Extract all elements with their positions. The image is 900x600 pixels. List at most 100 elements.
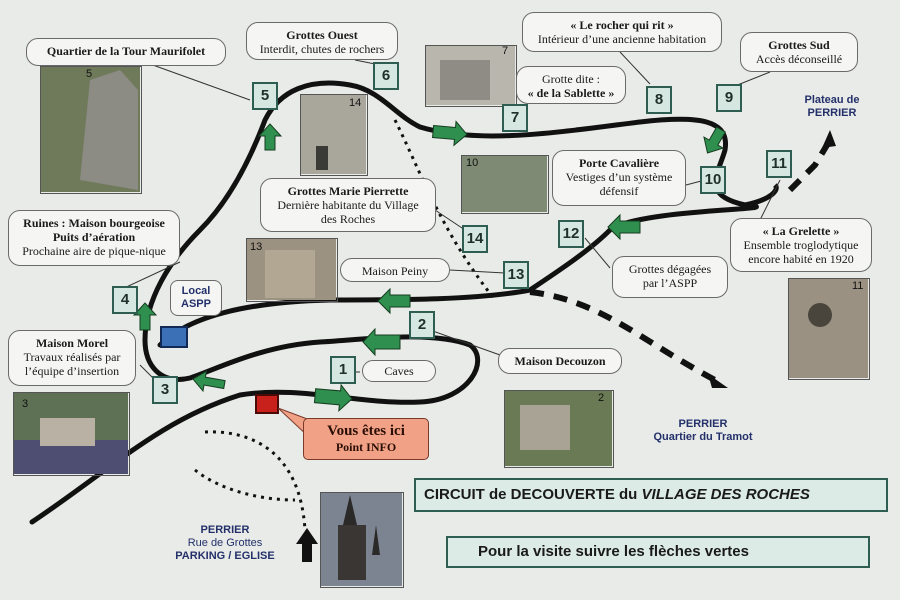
callout-maison-decouzon: Maison Decouzon (498, 348, 622, 374)
photo-marie-pierrette (300, 94, 368, 176)
local-aspp-line1: Local (181, 285, 211, 297)
callout-sablette: Grotte dite : « de la Sablette » (516, 66, 626, 104)
leader-lines (119, 51, 781, 381)
place-tramot-line1: PERRIER (678, 418, 728, 430)
local-aspp-label: Local ASPP (170, 280, 222, 316)
branch-to-grelette (744, 183, 779, 208)
photo-number-2: 2 (598, 392, 605, 404)
callout-ruines-title: Ruines : Maison bourgeoise (23, 216, 165, 230)
callout-tour-maurifolet: Quartier de la Tour Maurifolet (26, 38, 226, 66)
photo-drawings (13, 45, 868, 586)
photo-eglise (320, 492, 404, 588)
number-box-10: 10 (700, 166, 726, 194)
callout-maison-decouzon-text: Maison Decouzon (514, 354, 606, 368)
circuit-title-banner: CIRCUIT de DECOUVERTE du VILLAGE DES ROC… (414, 478, 888, 512)
callout-caves: Caves (362, 360, 436, 382)
callout-ruines-text: Prochaine aire de pique-nique (22, 244, 166, 258)
number-box-5: 5 (252, 82, 278, 110)
callout-rocher-qui-rit-text: Intérieur d’une ancienne habitation (537, 32, 707, 46)
number-box-1: 1 (330, 356, 356, 384)
place-parking-line1: PERRIER (200, 524, 250, 536)
green-arrow-1 (313, 383, 353, 413)
path-to-plateau (787, 138, 833, 193)
photo-number-14: 14 (349, 97, 362, 109)
number-box-2: 2 (409, 311, 435, 339)
photo-number-3: 3 (22, 398, 29, 410)
number-box-13: 13 (503, 261, 529, 289)
vous-etes-ici-marker (255, 394, 279, 414)
green-arrow-5 (257, 123, 283, 151)
photo-number-13: 13 (250, 241, 263, 253)
callout-sablette-title: « de la Sablette » (527, 86, 615, 100)
photo-tour-maurifolet (40, 66, 142, 194)
place-plateau-line2: PERRIER (807, 107, 857, 119)
photo-number-11: 11 (852, 280, 864, 292)
callout-ruines-title2: Puits d’aération (52, 230, 136, 244)
photo-grelette (788, 278, 870, 380)
callout-rocher-qui-rit: « Le rocher qui rit » Intérieur d’une an… (522, 12, 722, 52)
instructions-banner: Pour la visite suivre les flèches vertes (446, 536, 870, 568)
local-aspp-line2: ASPP (181, 298, 211, 310)
green-arrow-6 (432, 120, 468, 147)
callout-grottes-sud-title: Grottes Sud (768, 38, 830, 52)
arrowhead-tramot (708, 374, 728, 388)
number-box-11: 11 (766, 150, 792, 178)
photo-maison-peiny (246, 238, 338, 302)
callout-tour-maurifolet-title: Quartier de la Tour Maurifolet (46, 44, 206, 58)
vous-etes-ici-box: Vous êtes ici Point INFO (303, 418, 429, 460)
photo-number-10: 10 (466, 157, 479, 169)
callout-porte-cavaliere-title: Porte Cavalière (578, 156, 660, 170)
green-arrows (132, 120, 727, 413)
callout-marie-pierrette-text: Dernière habitante du Village des Roches (277, 198, 419, 226)
place-quartier-tramot: PERRIER Quartier du Tramot (640, 418, 766, 444)
callout-maison-peiny-text: Maison Peiny (361, 264, 429, 278)
callout-marie-pierrette: Grottes Marie Pierrette Dernière habitan… (260, 178, 436, 232)
callout-maison-peiny: Maison Peiny (340, 258, 450, 282)
number-box-4: 4 (112, 286, 138, 314)
callout-grottes-degagees: Grottes dégagées par l’ASPP (612, 256, 728, 298)
local-aspp-marker (160, 326, 188, 348)
green-arrow-4 (132, 302, 158, 331)
callout-grottes-ouest: Grottes Ouest Interdit, chutes de rocher… (246, 22, 398, 60)
place-tramot-line2: Quartier du Tramot (653, 431, 753, 443)
callout-porte-cavaliere: Porte Cavalière Vestiges d’un système dé… (552, 150, 686, 206)
callout-grottes-ouest-text: Interdit, chutes de rochers (259, 42, 385, 56)
place-parking-eglise: PERRIER Rue de Grottes PARKING / EGLISE (160, 524, 290, 563)
point-info-label: Point INFO (335, 440, 397, 454)
callout-porte-cavaliere-text: Vestiges d’un système défensif (565, 170, 673, 198)
callout-maison-morel: Maison Morel Travaux réalisés par l’équi… (8, 330, 136, 386)
green-arrow-2 (362, 327, 401, 357)
vous-etes-ici-title: Vous êtes ici (327, 423, 405, 439)
up-arrow-parking (296, 528, 318, 562)
dotted-path-parking (204, 430, 307, 531)
path-to-tramot (529, 289, 717, 383)
photo-maison-morel (13, 392, 130, 476)
number-box-7: 7 (502, 104, 528, 132)
green-arrow-7 (703, 126, 727, 154)
number-box-12: 12 (558, 220, 584, 248)
callout-grottes-sud-text: Accès déconseillé (755, 52, 843, 66)
callout-grelette-text: Ensemble troglodytique encore habité en … (743, 238, 859, 266)
number-box-3: 3 (152, 376, 178, 404)
number-box-8: 8 (646, 86, 672, 114)
place-parking-line2: Rue de Grottes (187, 537, 263, 549)
callout-grottes-sud: Grottes Sud Accès déconseillé (740, 32, 858, 72)
number-box-9: 9 (716, 84, 742, 112)
photo-number-7: 7 (502, 45, 509, 57)
circuit-title-part2: VILLAGE DES ROCHES (641, 486, 810, 503)
callout-rocher-qui-rit-title: « Le rocher qui rit » (570, 18, 674, 32)
callout-grottes-degagees-text: Grottes dégagées par l’ASPP (628, 262, 712, 290)
circuit-title-part1: CIRCUIT de DECOUVERTE du (424, 486, 638, 503)
instructions-text: Pour la visite suivre les flèches vertes (478, 543, 749, 560)
photo-porte-cavaliere (461, 155, 549, 214)
green-arrow-3 (192, 370, 226, 393)
place-plateau-perrier: Plateau de PERRIER (796, 94, 868, 120)
place-plateau-line1: Plateau de (804, 94, 860, 106)
place-parking-line3: PARKING / EGLISE (175, 550, 275, 562)
callout-grottes-ouest-title: Grottes Ouest (286, 28, 358, 42)
dotted-path-parking-2 (194, 468, 296, 502)
arrowhead-plateau (822, 130, 836, 148)
circuit-path (29, 80, 759, 525)
green-arrow-9 (377, 287, 411, 315)
